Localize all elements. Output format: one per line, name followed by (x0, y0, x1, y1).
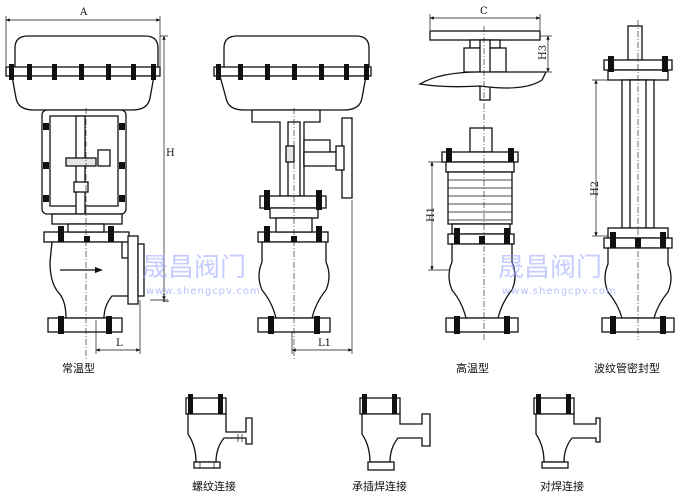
watermark-left: 晟昌阀门 www.shengcpv.com (142, 253, 261, 297)
caption-high-temp: 高温型 (456, 361, 489, 375)
watermark-right: 晟昌阀门 www.shengcpv.com (498, 253, 617, 297)
figure-normal-temp (5, 16, 168, 360)
caption-bellows-seal: 波纹管密封型 (594, 361, 660, 375)
dimension-lines-normal (5, 16, 168, 360)
valve-body-angle (47, 235, 145, 334)
figure-butt-weld (533, 394, 601, 469)
valve-body-high-temp (445, 243, 519, 334)
dim-label-L-vertical: L (162, 294, 169, 305)
caption-socket-weld: 承插焊连接 (352, 479, 407, 493)
dim-label-H3: H3 (538, 45, 549, 60)
figure-socket-weld (359, 394, 431, 471)
dimension-lines-high-temp (428, 14, 552, 340)
caption-threaded: 螺纹连接 (192, 479, 236, 493)
handwheel (418, 30, 548, 101)
figure-threaded (185, 394, 253, 469)
dimension-lines-side (291, 108, 353, 360)
watermark-url: www.shengcpv.com (502, 286, 617, 297)
watermark-brand: 晟昌阀门 (498, 253, 602, 283)
figure-high-temp (418, 14, 552, 340)
caption-butt-weld: 对焊连接 (540, 479, 584, 493)
dim-label-A: A (79, 7, 88, 18)
dim-label-L1: L1 (318, 338, 331, 349)
extension-bonnet (441, 127, 519, 246)
bonnet (43, 213, 130, 246)
watermark-brand: 晟昌阀门 (142, 253, 246, 283)
figure-side-view (213, 35, 372, 360)
actuator-diaphragm (5, 35, 161, 111)
dimension-lines-bellows (592, 20, 639, 340)
dim-label-H1: H1 (426, 207, 437, 222)
yoke-side (251, 109, 353, 199)
actuator-diaphragm-side (213, 35, 372, 111)
yoke-frame (41, 109, 127, 215)
dim-label-H2: H2 (590, 181, 601, 196)
watermark-url: www.shengcpv.com (146, 286, 261, 297)
figure-bellows-seal (592, 20, 675, 340)
caption-normal-temp: 常温型 (62, 361, 95, 375)
dim-label-H: H (166, 148, 175, 159)
dim-label-L: L (116, 338, 123, 349)
bonnet-side (257, 190, 329, 246)
dim-label-C: C (480, 6, 488, 17)
